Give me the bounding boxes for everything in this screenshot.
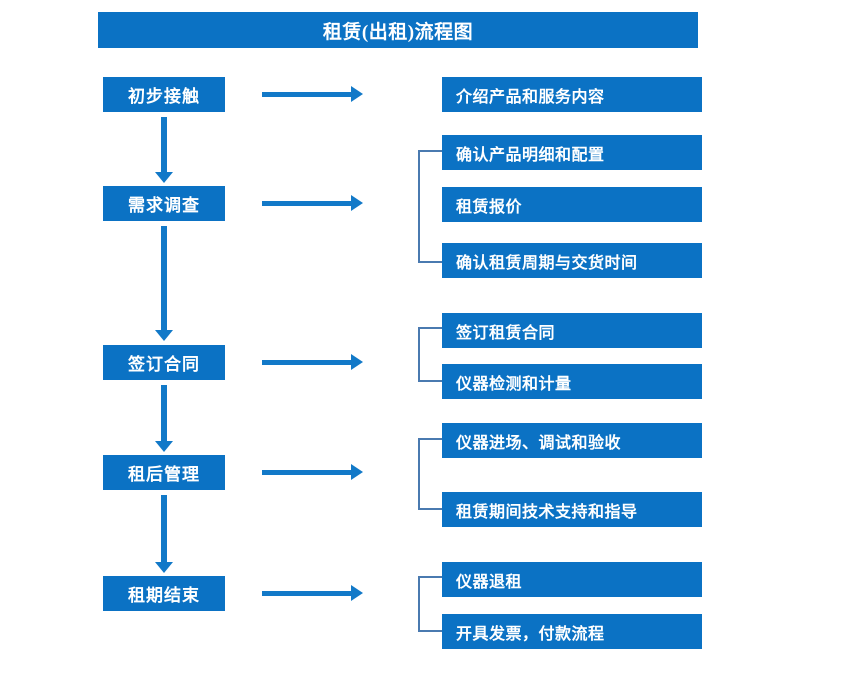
detail-box-4[interactable]: 确认租赁周期与交货时间 (442, 243, 702, 278)
detail-box-5[interactable]: 签订租赁合同 (442, 313, 702, 348)
detail-box-6[interactable]: 仪器检测和计量 (442, 364, 702, 399)
detail-box-9[interactable]: 仪器退租 (442, 562, 702, 597)
flow-arrow-down-2 (155, 226, 173, 341)
stage-box-4[interactable]: 租后管理 (103, 455, 225, 490)
page-title: 租赁(出租)流程图 (98, 12, 698, 48)
group-bracket-5 (418, 576, 444, 632)
stage-box-2[interactable]: 需求调查 (103, 186, 225, 221)
stage-box-1[interactable]: 初步接触 (103, 77, 225, 112)
detail-arrow-right-5 (262, 585, 363, 601)
detail-box-7[interactable]: 仪器进场、调试和验收 (442, 423, 702, 458)
detail-box-1[interactable]: 介绍产品和服务内容 (442, 77, 702, 112)
detail-box-10[interactable]: 开具发票，付款流程 (442, 614, 702, 649)
detail-arrow-right-1 (262, 86, 363, 102)
stage-box-3[interactable]: 签订合同 (103, 345, 225, 380)
flow-arrow-down-1 (155, 117, 173, 183)
flow-arrow-down-4 (155, 495, 173, 573)
stage-box-5[interactable]: 租期结束 (103, 576, 225, 611)
group-bracket-2 (418, 150, 444, 263)
detail-box-3[interactable]: 租赁报价 (442, 187, 702, 222)
detail-arrow-right-2 (262, 195, 363, 211)
flow-arrow-down-3 (155, 385, 173, 452)
detail-arrow-right-3 (262, 354, 363, 370)
detail-box-2[interactable]: 确认产品明细和配置 (442, 135, 702, 170)
group-bracket-3 (418, 327, 444, 382)
group-bracket-4 (418, 438, 444, 510)
detail-arrow-right-4 (262, 464, 363, 480)
detail-box-8[interactable]: 租赁期间技术支持和指导 (442, 492, 702, 527)
